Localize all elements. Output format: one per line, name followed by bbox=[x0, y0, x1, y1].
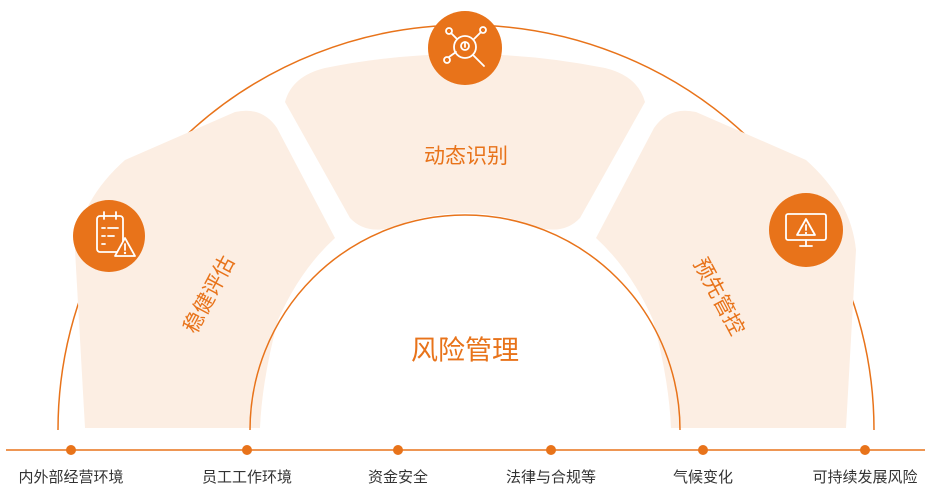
monitor-alert-icon bbox=[769, 193, 843, 267]
timeline-dot bbox=[698, 445, 708, 455]
timeline-dot bbox=[66, 445, 76, 455]
bottom-label-0: 内外部经营环境 bbox=[18, 468, 124, 486]
segment-right bbox=[596, 110, 856, 428]
segment-middle bbox=[285, 54, 645, 230]
bottom-label-1: 员工工作环境 bbox=[201, 468, 293, 486]
checklist-warning-icon bbox=[73, 200, 145, 272]
center-title: 风险管理 bbox=[411, 336, 519, 367]
timeline-dot bbox=[242, 445, 252, 455]
segment-label-middle: 动态识别 bbox=[424, 144, 508, 168]
timeline-dot bbox=[860, 445, 870, 455]
timeline-dots bbox=[66, 445, 870, 455]
bottom-label-4: 气候变化 bbox=[672, 468, 734, 486]
inner-arc bbox=[249, 214, 681, 431]
bottom-label-3: 法律与合规等 bbox=[505, 468, 597, 486]
timeline-dot bbox=[546, 445, 556, 455]
bottom-label-2: 资金安全 bbox=[367, 468, 429, 486]
segment-left bbox=[75, 110, 335, 428]
bottom-label-5: 可持续发展风险 bbox=[812, 468, 918, 486]
timeline-dot bbox=[393, 445, 403, 455]
search-network-icon bbox=[428, 11, 502, 85]
